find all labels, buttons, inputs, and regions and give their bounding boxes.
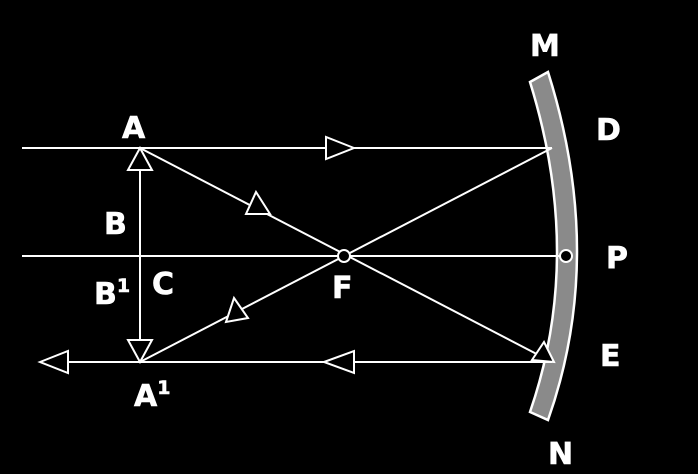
label-N: N: [548, 437, 573, 472]
arrow-diagonal-reflected: [224, 295, 250, 324]
label-D: D: [596, 113, 621, 148]
label-B1-sup: 1: [117, 275, 130, 297]
label-A1-base: A: [134, 379, 158, 414]
label-C: C: [152, 267, 174, 302]
label-P: P: [606, 241, 628, 276]
label-A1: A1: [134, 377, 170, 414]
arrow-left-bottom-ray: [321, 349, 355, 375]
arrow-left-end: [37, 349, 69, 375]
label-A: A: [122, 111, 146, 146]
arrow-diagonal-down: [244, 189, 272, 215]
label-A1-sup: 1: [157, 377, 170, 399]
label-E: E: [600, 339, 621, 374]
label-B: B: [104, 207, 127, 242]
arrow-right-top-ray: [325, 135, 357, 161]
focus-point: [337, 249, 351, 263]
image-arrowhead-down: [126, 339, 154, 365]
label-B1-base: B: [94, 277, 117, 312]
pole-point: [559, 249, 573, 263]
label-B1: B1: [94, 275, 130, 312]
arrow-at-mirror-E: [530, 340, 556, 364]
label-F: F: [332, 271, 353, 306]
concave-mirror: [528, 70, 579, 422]
object-arrowhead-up: [126, 145, 154, 171]
label-M: M: [530, 29, 560, 64]
